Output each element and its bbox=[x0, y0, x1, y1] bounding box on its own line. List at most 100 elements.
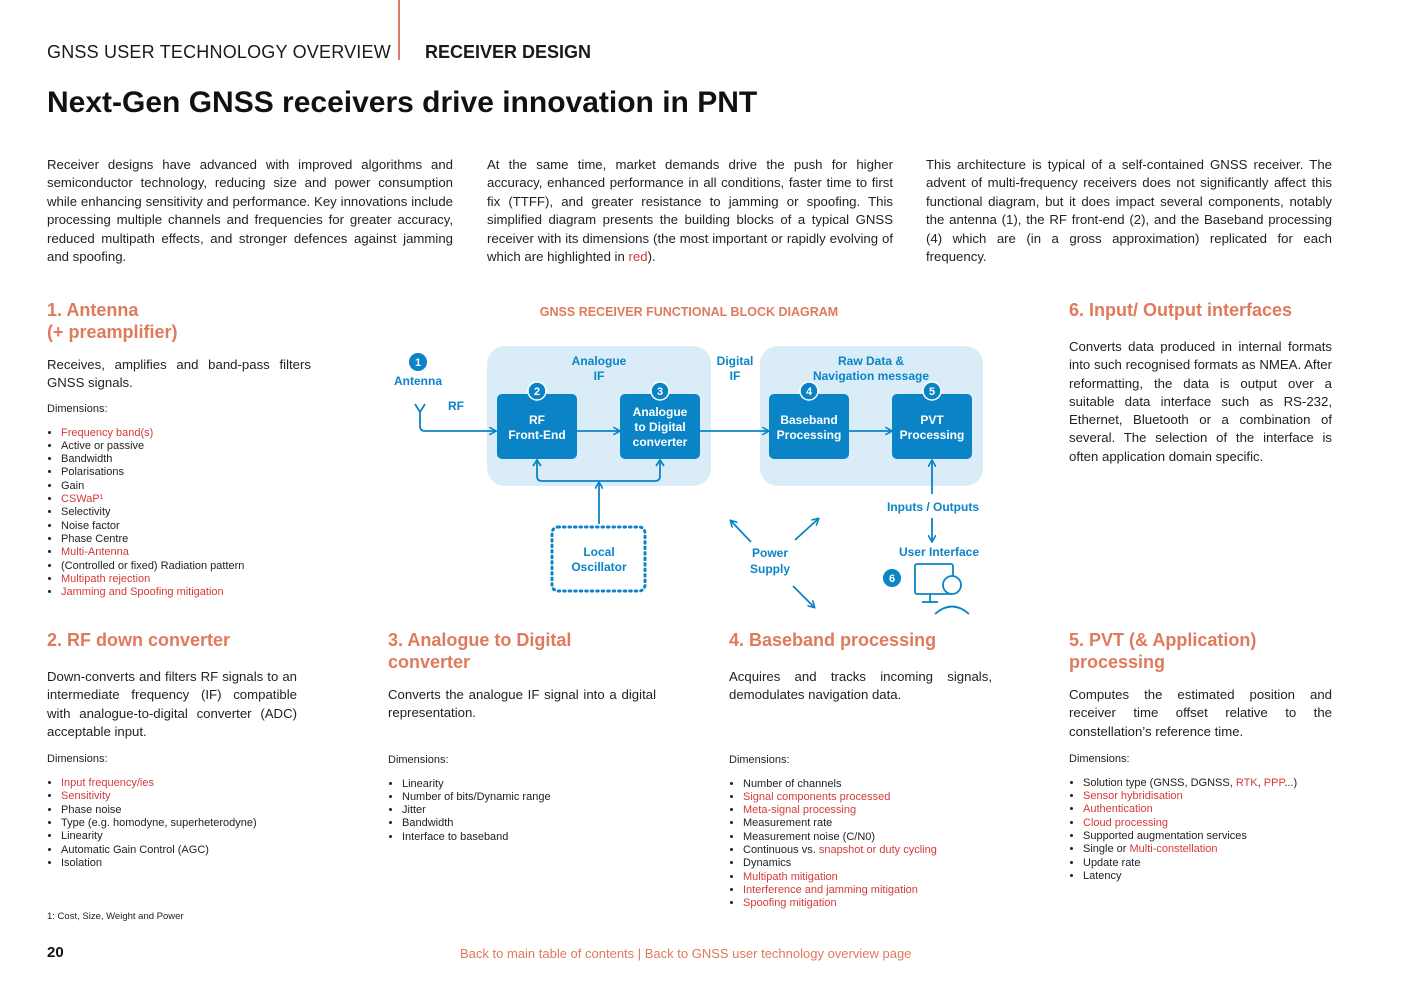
rf-description: Down-converts and filters RF signals to … bbox=[47, 669, 297, 739]
antenna-section: 1. Antenna (+ preamplifier) Receives, am… bbox=[47, 299, 327, 599]
pvt-description: Computes the estimated position and rece… bbox=[1069, 687, 1332, 739]
baseband-block-label-2: Processing bbox=[777, 428, 842, 442]
main-toc-link[interactable]: Back to main table of contents bbox=[460, 946, 635, 961]
adc-section: 3. Analogue to Digital converter Convert… bbox=[388, 629, 668, 844]
antenna-to-rf-arrow bbox=[419, 412, 495, 431]
dimension-item: Sensor hybridisation bbox=[1083, 790, 1332, 803]
dimension-item: Spoofing mitigation bbox=[743, 897, 1009, 910]
dimension-item: CSWaP¹ bbox=[61, 493, 327, 506]
dimension-item: Measurement noise (C/N0) bbox=[743, 831, 1009, 844]
ui-number: 6 bbox=[889, 573, 895, 585]
baseband-description: Acquires and tracks incoming signals, de… bbox=[729, 669, 992, 703]
io-title: 6. Input/ Output interfaces bbox=[1069, 300, 1293, 320]
power-supply-label-2: Supply bbox=[750, 562, 790, 576]
baseband-number-badge bbox=[799, 381, 819, 401]
adc-title-line2: converter bbox=[388, 652, 471, 672]
adc-block-label-1: Analogue bbox=[633, 405, 688, 419]
footer-separator: | bbox=[634, 946, 645, 961]
baseband-block bbox=[769, 394, 849, 459]
diagram-title: GNSS RECEIVER FUNCTIONAL BLOCK DIAGRAM bbox=[540, 305, 838, 319]
page-title: Next-Gen GNSS receivers drive innovation… bbox=[47, 86, 758, 119]
pvt-dimensions-list: Solution type (GNSS, DGNSS, RTK, PPP...)… bbox=[1069, 777, 1332, 883]
footer-links: Back to main table of contents | Back to… bbox=[460, 946, 911, 961]
adc-title-line1: 3. Analogue to Digital bbox=[388, 630, 572, 650]
dimension-item: Jitter bbox=[402, 804, 668, 817]
adc-dimensions-label: Dimensions: bbox=[388, 753, 449, 766]
dimension-item: Automatic Gain Control (AGC) bbox=[61, 844, 307, 857]
dimension-item: Input frequency/ies bbox=[61, 777, 307, 790]
antenna-number: 1 bbox=[415, 357, 421, 369]
intro-text: At the same time, market demands drive t… bbox=[487, 157, 893, 265]
user-interface-label: User Interface bbox=[899, 545, 979, 559]
rf-signal-label: RF bbox=[448, 399, 464, 413]
dimension-item: Multi-Antenna bbox=[61, 546, 327, 559]
intro-paragraph-1: Receiver designs have advanced with impr… bbox=[47, 157, 453, 265]
raw-data-label: Raw Data & bbox=[838, 354, 904, 368]
dimension-item: Update rate bbox=[1083, 857, 1332, 870]
dimension-item: Frequency band(s) bbox=[61, 427, 327, 440]
rf-dimensions-label: Dimensions: bbox=[47, 753, 108, 766]
lo-to-adc-arrowhead bbox=[655, 458, 665, 467]
pvt-title-line1: 5. PVT (& Application) bbox=[1069, 630, 1257, 650]
subsection-header: RECEIVER DESIGN bbox=[425, 42, 592, 62]
dimension-item: (Controlled or fixed) Radiation pattern bbox=[61, 560, 327, 573]
dimension-item: Signal components processed bbox=[743, 791, 1009, 804]
pvt-section: 5. PVT (& Application) processing Comput… bbox=[1069, 629, 1332, 883]
analogue-if-label-2: IF bbox=[594, 369, 605, 383]
dimension-item: Supported augmentation services bbox=[1083, 830, 1332, 843]
dimension-item: Phase Centre bbox=[61, 533, 327, 546]
adc-title: 3. Analogue to Digital converter bbox=[388, 629, 668, 673]
pvt-number-badge bbox=[922, 381, 942, 401]
baseband-number: 4 bbox=[806, 386, 813, 398]
dimension-item: Type (e.g. homodyne, superheterodyne) bbox=[61, 817, 307, 830]
power-arrow-up-right bbox=[794, 519, 818, 541]
intro-text-end: ). bbox=[647, 249, 656, 265]
dimension-item: Number of bits/Dynamic range bbox=[402, 791, 668, 804]
raw-data-label-2: Navigation message bbox=[813, 369, 929, 383]
dimension-item: Authentication bbox=[1083, 803, 1332, 816]
rf-dimensions-list: Input frequency/iesSensitivityPhase nois… bbox=[47, 777, 307, 870]
block-diagram: GNSS RECEIVER FUNCTIONAL BLOCK DIAGRAM A… bbox=[394, 305, 983, 615]
power-arrow-down-right bbox=[792, 585, 814, 607]
dimension-item: Linearity bbox=[402, 778, 668, 791]
overview-page-link[interactable]: Back to GNSS user technology overview pa… bbox=[644, 946, 912, 961]
section-header: GNSS USER TECHNOLOGY OVERVIEW bbox=[47, 42, 391, 62]
rf-number: 2 bbox=[534, 386, 540, 398]
intro-paragraph-3: This architecture is typical of a self-c… bbox=[926, 157, 1332, 265]
header-divider bbox=[398, 0, 400, 60]
rf-front-end-block bbox=[497, 394, 577, 459]
rf-block-label-2: Front-End bbox=[508, 428, 565, 442]
intro-paragraph-2: At the same time, market demands drive t… bbox=[487, 156, 893, 266]
dimension-item: Selectivity bbox=[61, 506, 327, 519]
dimension-item: Solution type (GNSS, DGNSS, RTK, PPP...) bbox=[1083, 777, 1332, 790]
antenna-title: 1. Antenna (+ preamplifier) bbox=[47, 299, 327, 343]
pvt-block-label-2: Processing bbox=[900, 428, 965, 442]
adc-dimensions-list: LinearityNumber of bits/Dynamic rangeJit… bbox=[388, 778, 668, 844]
footnote: 1: Cost, Size, Weight and Power bbox=[47, 911, 184, 922]
antenna-label: Antenna bbox=[394, 374, 442, 388]
power-arrow-up-left bbox=[731, 521, 752, 543]
pvt-block-label-1: PVT bbox=[920, 413, 944, 427]
dimension-item: Interference and jamming mitigation bbox=[743, 884, 1009, 897]
dimension-item: Jamming and Spoofing mitigation bbox=[61, 586, 327, 599]
antenna-number-badge bbox=[409, 353, 427, 371]
dimension-item: Number of channels bbox=[743, 778, 1009, 791]
dimension-item: Isolation bbox=[61, 857, 307, 870]
user-interface-icon bbox=[914, 563, 970, 615]
digital-if-label-2: IF bbox=[730, 369, 741, 383]
antenna-dimensions-list: Frequency band(s)Active or passiveBandwi… bbox=[47, 427, 327, 600]
page-number: 20 bbox=[47, 944, 64, 961]
dimension-item: Linearity bbox=[61, 830, 307, 843]
rf-section: 2. RF down converter Down-converts and f… bbox=[47, 629, 307, 870]
adc-block-label-2: to Digital bbox=[634, 420, 685, 434]
pvt-dimensions-label: Dimensions: bbox=[1069, 752, 1130, 765]
antenna-title-line2: (+ preamplifier) bbox=[47, 322, 178, 342]
analogue-if-label: Analogue bbox=[572, 354, 627, 368]
dimension-item: Polarisations bbox=[61, 466, 327, 479]
adc-number-badge bbox=[650, 381, 670, 401]
dimension-item: Gain bbox=[61, 480, 327, 493]
adc-description: Converts the analogue IF signal into a d… bbox=[388, 687, 656, 721]
io-section: 6. Input/ Output interfaces Converts dat… bbox=[1069, 299, 1332, 466]
dimension-item: Dynamics bbox=[743, 857, 1009, 870]
baseband-block-label-1: Baseband bbox=[780, 413, 837, 427]
